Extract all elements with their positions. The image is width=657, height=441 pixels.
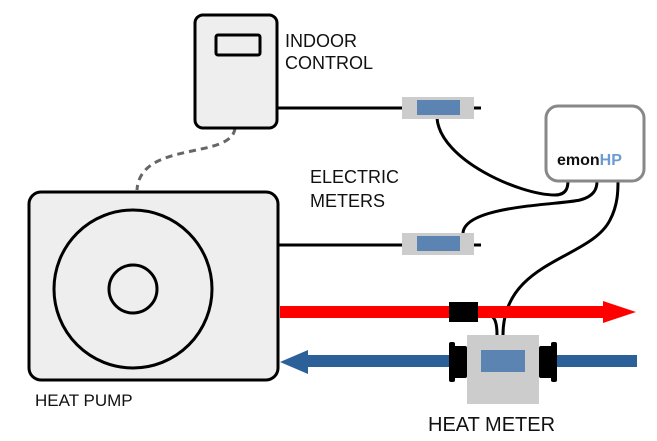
cables [277, 106, 620, 336]
electric-meters-label-2: METERS [310, 191, 385, 211]
heat-meter-display [481, 350, 525, 372]
flow-arrow-head [603, 301, 636, 323]
heat-meter-coupling-left-flange [449, 342, 455, 382]
heat-meter-coupling-right-flange [551, 342, 557, 382]
temperature-sensor [449, 302, 478, 322]
control-link-dashed [135, 127, 237, 191]
heatmeter-to-emonhp-cable [501, 180, 620, 336]
meter1-to-emonhp-cable [435, 117, 570, 197]
return-arrow-head [280, 350, 308, 374]
emonhp-logo: emonHP [557, 152, 622, 169]
indoor-control-unit [193, 13, 279, 130]
heat-pump-fan-hub [107, 263, 159, 315]
indoor-control-label-1: INDOOR [285, 31, 357, 51]
electric-meter-2-display [417, 236, 460, 251]
heat-pump-label: HEAT PUMP [35, 391, 133, 410]
meter2-to-emonhp-cable [461, 180, 599, 234]
electric-meter-1-display [417, 100, 460, 115]
electric-meters-label-1: ELECTRIC [310, 167, 399, 187]
heat-pump-fan [52, 208, 214, 370]
indoor-control-label-2: CONTROL [285, 53, 373, 73]
emonhp-unit [544, 104, 646, 183]
emonhp-logo-hp: HP [600, 152, 623, 169]
heat-pump-unit [27, 190, 280, 382]
heat-meter-label: HEAT METER [428, 414, 555, 436]
indoor-control-screen [214, 33, 262, 57]
emonhp-logo-emon: emon [557, 152, 600, 169]
flow-pipe [280, 306, 606, 318]
